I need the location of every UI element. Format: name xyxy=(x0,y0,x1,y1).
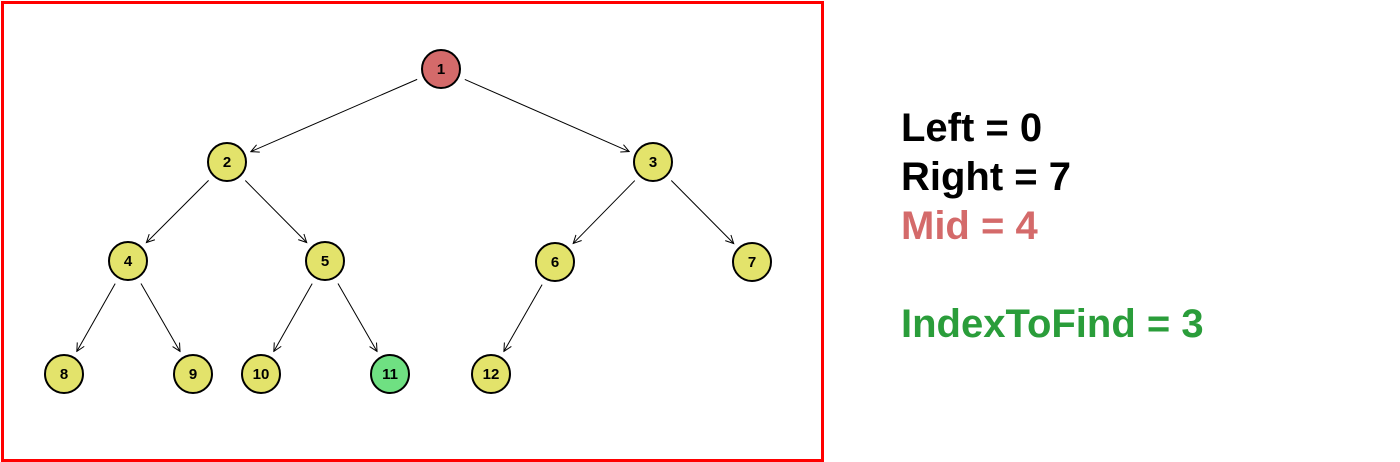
node-label: 4 xyxy=(124,253,133,270)
edge-5-to-10 xyxy=(274,283,313,352)
spacer xyxy=(901,251,1204,300)
tree-node-6: 6 xyxy=(535,242,575,282)
node-label: 11 xyxy=(382,366,398,383)
node-circle xyxy=(633,142,673,182)
node-circle xyxy=(241,354,281,394)
right-value: Right = 7 xyxy=(901,155,1072,199)
edge-3-to-6 xyxy=(573,180,636,244)
tree-node-3: 3 xyxy=(633,142,673,182)
node-label: 5 xyxy=(321,253,329,270)
node-label: 1 xyxy=(437,61,445,78)
node-circle xyxy=(108,241,148,281)
node-label: 12 xyxy=(483,366,500,383)
node-label: 9 xyxy=(189,366,197,383)
edge-1-to-3 xyxy=(464,78,629,151)
edge-4-to-9 xyxy=(140,283,180,352)
node-label: 8 xyxy=(60,366,68,383)
node-circle xyxy=(207,142,247,182)
tree-node-1: 1 xyxy=(421,49,461,89)
mid-value: Mid = 4 xyxy=(901,204,1038,248)
index-to-find-value: IndexToFind = 3 xyxy=(901,302,1204,346)
edge-2-to-4 xyxy=(146,180,209,242)
variables-panel: Left = 0 Right = 7 Mid = 4 IndexToFind =… xyxy=(901,104,1204,349)
node-circle xyxy=(535,242,575,282)
tree-node-2: 2 xyxy=(207,142,247,182)
tree-node-8: 8 xyxy=(44,354,84,394)
tree-node-11: 11 xyxy=(370,354,410,394)
tree-node-9: 9 xyxy=(173,354,213,394)
node-circle xyxy=(305,241,345,281)
left-value: Left = 0 xyxy=(901,106,1043,150)
tree-node-4: 4 xyxy=(108,241,148,281)
highlight-frame xyxy=(1,1,824,462)
edge-1-to-2 xyxy=(251,78,418,151)
tree-node-7: 7 xyxy=(732,242,772,282)
edge-2-to-5 xyxy=(244,180,306,242)
node-circle xyxy=(471,354,511,394)
node-label: 6 xyxy=(551,254,559,271)
node-label: 2 xyxy=(223,154,231,171)
node-label: 7 xyxy=(748,254,756,271)
node-circle xyxy=(732,242,772,282)
node-circle xyxy=(421,49,461,89)
node-circle xyxy=(370,354,410,394)
tree-edges xyxy=(77,78,734,352)
node-circle xyxy=(44,354,84,394)
node-circle xyxy=(173,354,213,394)
edge-4-to-8 xyxy=(77,283,116,352)
node-label: 10 xyxy=(253,366,270,383)
edge-3-to-7 xyxy=(670,180,733,243)
tree-node-12: 12 xyxy=(471,354,511,394)
tree-node-5: 5 xyxy=(305,241,345,281)
edge-6-to-12 xyxy=(504,284,543,352)
edge-5-to-11 xyxy=(337,283,377,352)
node-label: 3 xyxy=(649,154,657,171)
tree-node-10: 10 xyxy=(241,354,281,394)
